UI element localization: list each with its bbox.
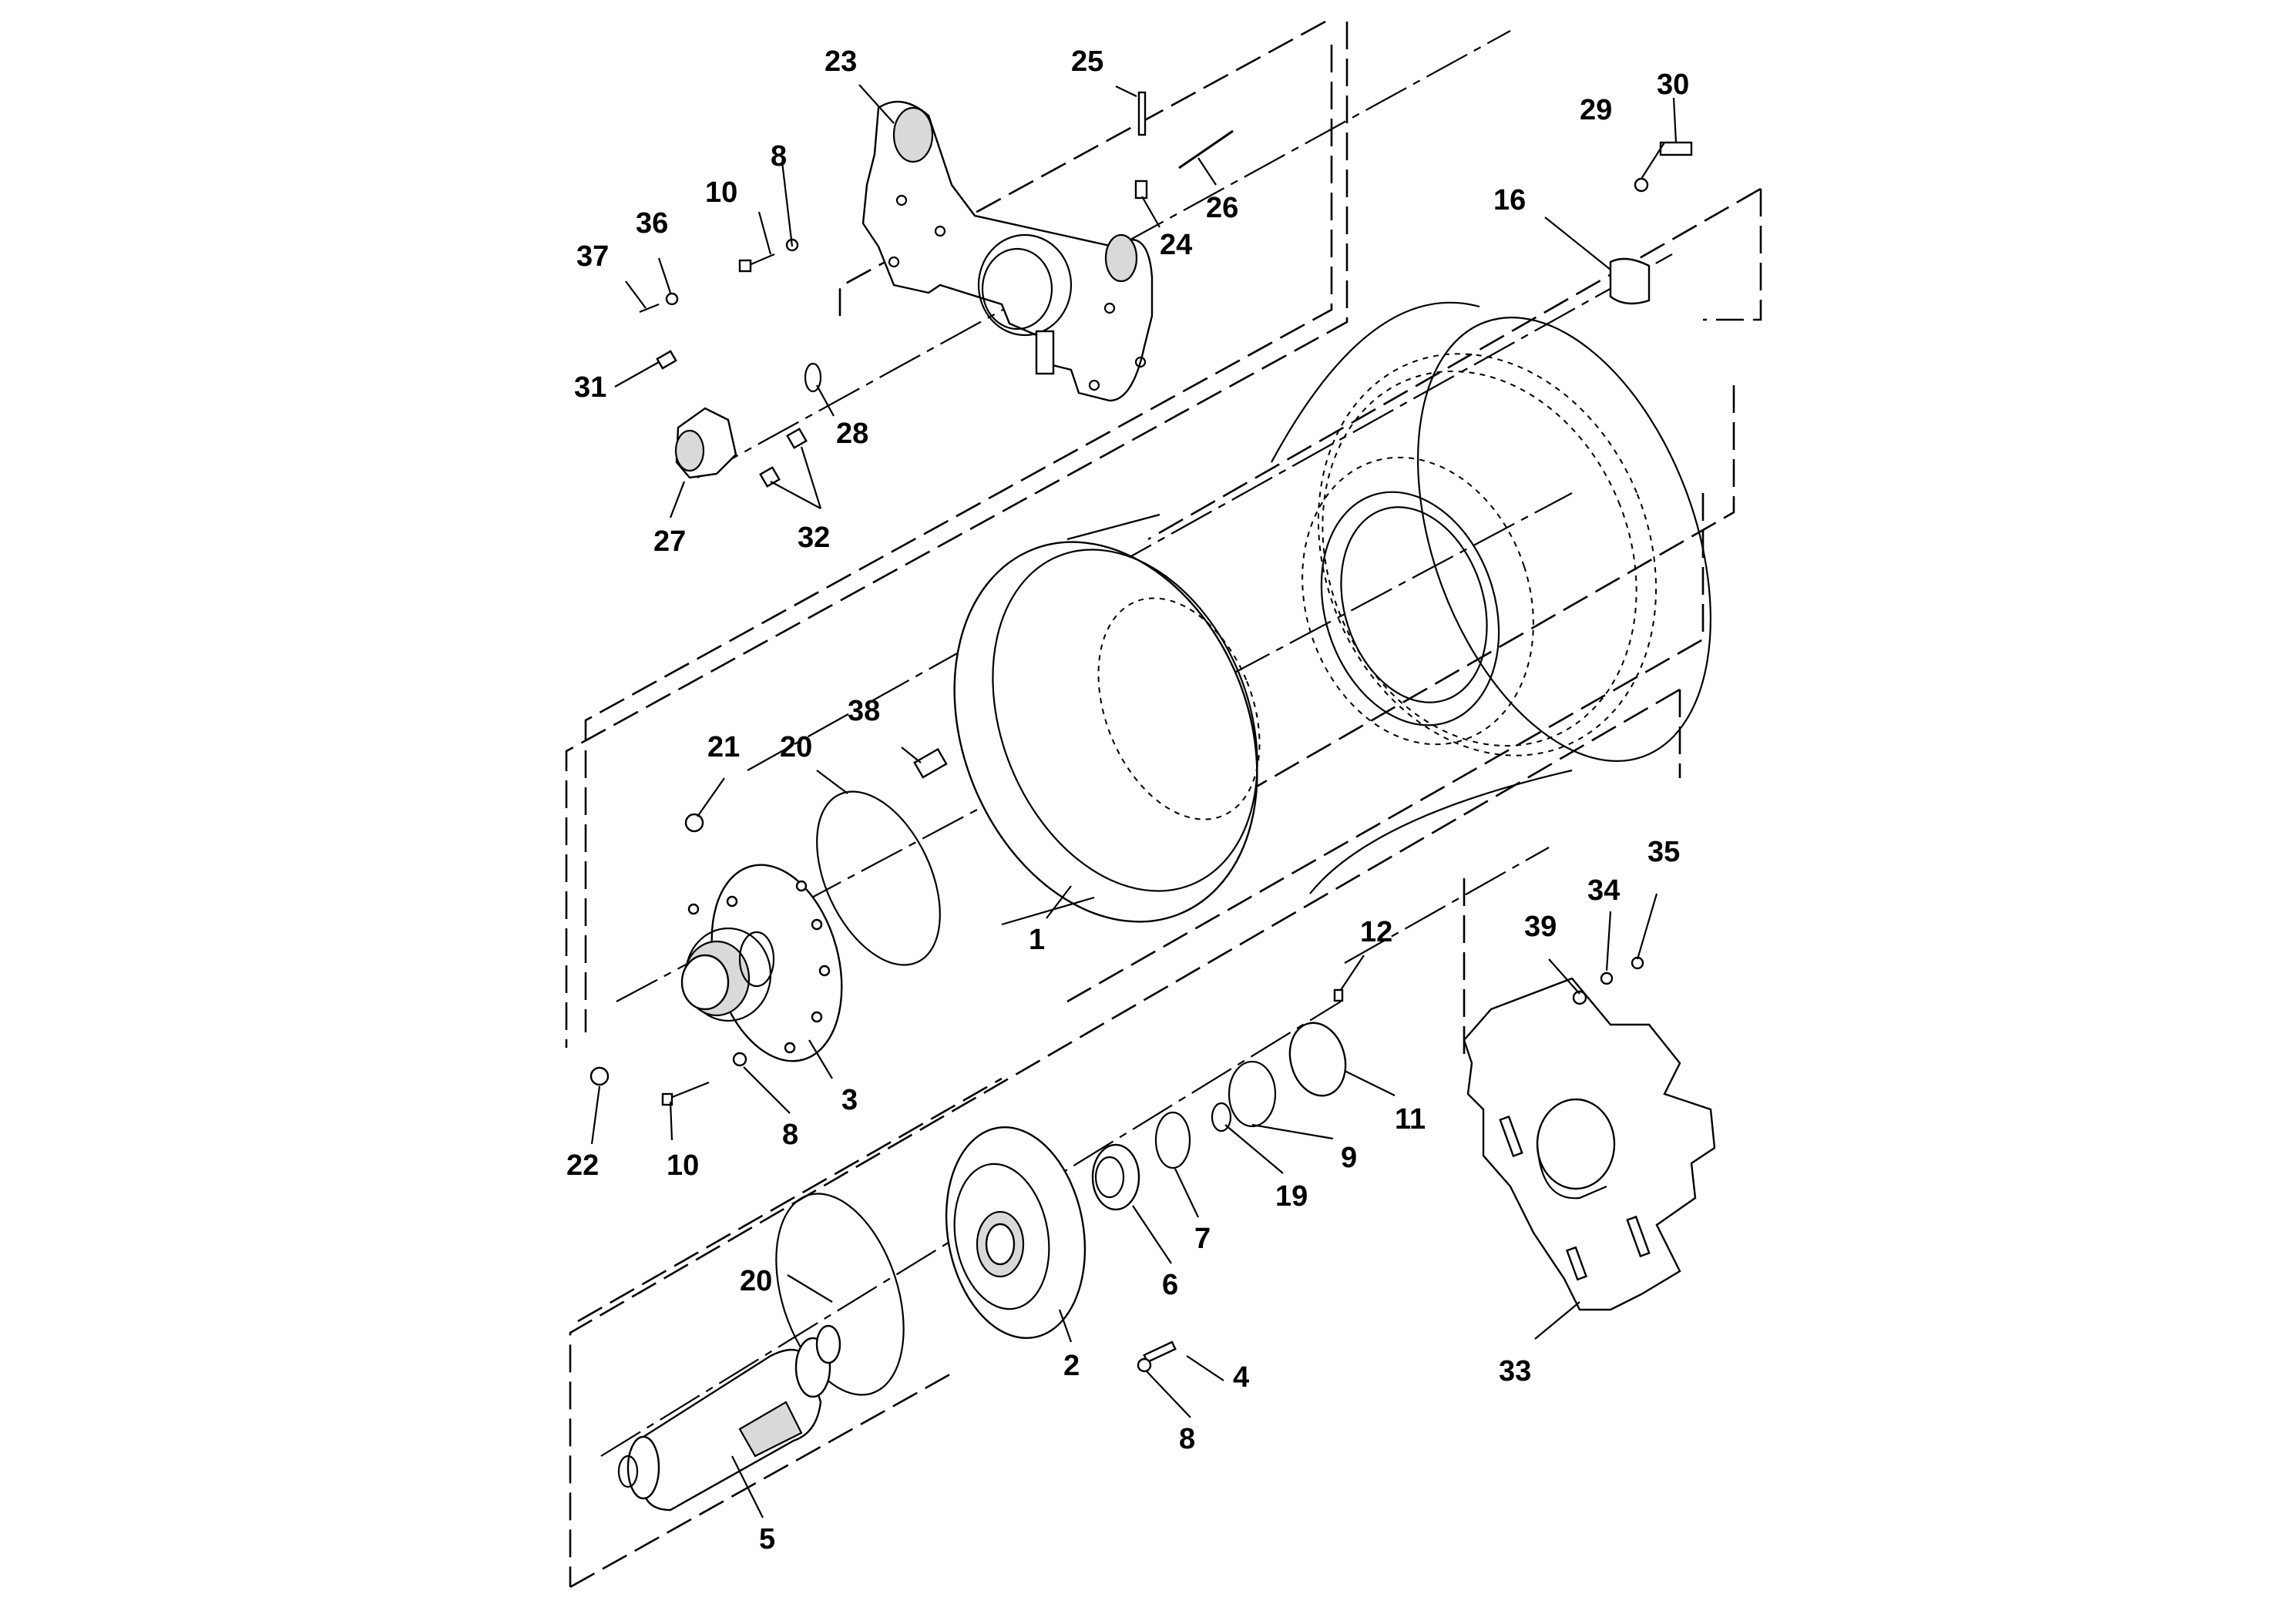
callout-16: 16: [1493, 184, 1526, 216]
callout-10-lower: 10: [667, 1149, 699, 1182]
upper-fasteners: [639, 141, 1693, 393]
callout-19: 19: [1275, 1180, 1308, 1213]
callout-22: 22: [566, 1149, 599, 1182]
callout-38: 38: [848, 695, 880, 727]
callout-30: 30: [1657, 69, 1689, 101]
frame-bracket-part-23: [862, 100, 1154, 402]
callout-8-lower: 8: [1179, 1423, 1195, 1455]
callout-24: 24: [1160, 229, 1192, 261]
callout-6: 6: [1162, 1269, 1178, 1301]
callout-26: 26: [1206, 192, 1238, 224]
callout-9: 9: [1341, 1142, 1357, 1174]
bearing-housing-part-2: [775, 1126, 1087, 1396]
callout-34: 34: [1587, 874, 1620, 907]
callout-36: 36: [636, 207, 668, 240]
drum-outer: [1271, 301, 1711, 894]
callout-7: 7: [1194, 1223, 1211, 1255]
callout-37: 37: [576, 240, 609, 273]
callout-20-upper: 20: [780, 731, 812, 763]
callout-27: 27: [653, 525, 686, 558]
motor-part-27: [656, 350, 808, 488]
callout-1: 1: [1029, 924, 1045, 956]
drum-shell-part-1: [953, 513, 1261, 926]
parts-20-21-22-38: [589, 747, 948, 1106]
callout-4: 4: [1233, 1361, 1249, 1394]
callout-20-lower: 20: [740, 1265, 772, 1297]
callout-8-upper: 8: [771, 140, 787, 173]
callout-39: 39: [1524, 911, 1557, 943]
callout-5: 5: [759, 1523, 775, 1555]
callout-31: 31: [574, 371, 606, 404]
callout-23: 23: [825, 45, 857, 78]
mounting-plate-part-33: [1463, 956, 1716, 1311]
callout-25: 25: [1071, 45, 1103, 78]
callout-35: 35: [1647, 836, 1680, 868]
drive-motor-part-5: [617, 1324, 841, 1512]
callout-2: 2: [1063, 1350, 1080, 1382]
callout-labels: 1 2 3 4 5 6 7 8 8 8 9 10 10 11 12 16 19 …: [566, 45, 1689, 1555]
callout-28: 28: [836, 418, 868, 450]
callout-32: 32: [798, 522, 830, 554]
pins-parts-24-25-26: [1134, 91, 1234, 200]
callout-33: 33: [1499, 1355, 1531, 1387]
callout-11: 11: [1395, 1103, 1426, 1136]
callout-8-middle: 8: [782, 1119, 798, 1151]
hub-flange-part-3: [680, 864, 843, 1062]
callout-3: 3: [841, 1084, 858, 1116]
callout-12: 12: [1360, 916, 1392, 948]
bearing-and-seals: [1091, 988, 1347, 1373]
callout-29: 29: [1580, 94, 1612, 126]
callout-21: 21: [707, 731, 740, 763]
callout-10-upper: 10: [705, 176, 737, 209]
leader-lines: [590, 84, 1678, 1518]
assembly-boundary-lines: [565, 20, 1762, 1589]
